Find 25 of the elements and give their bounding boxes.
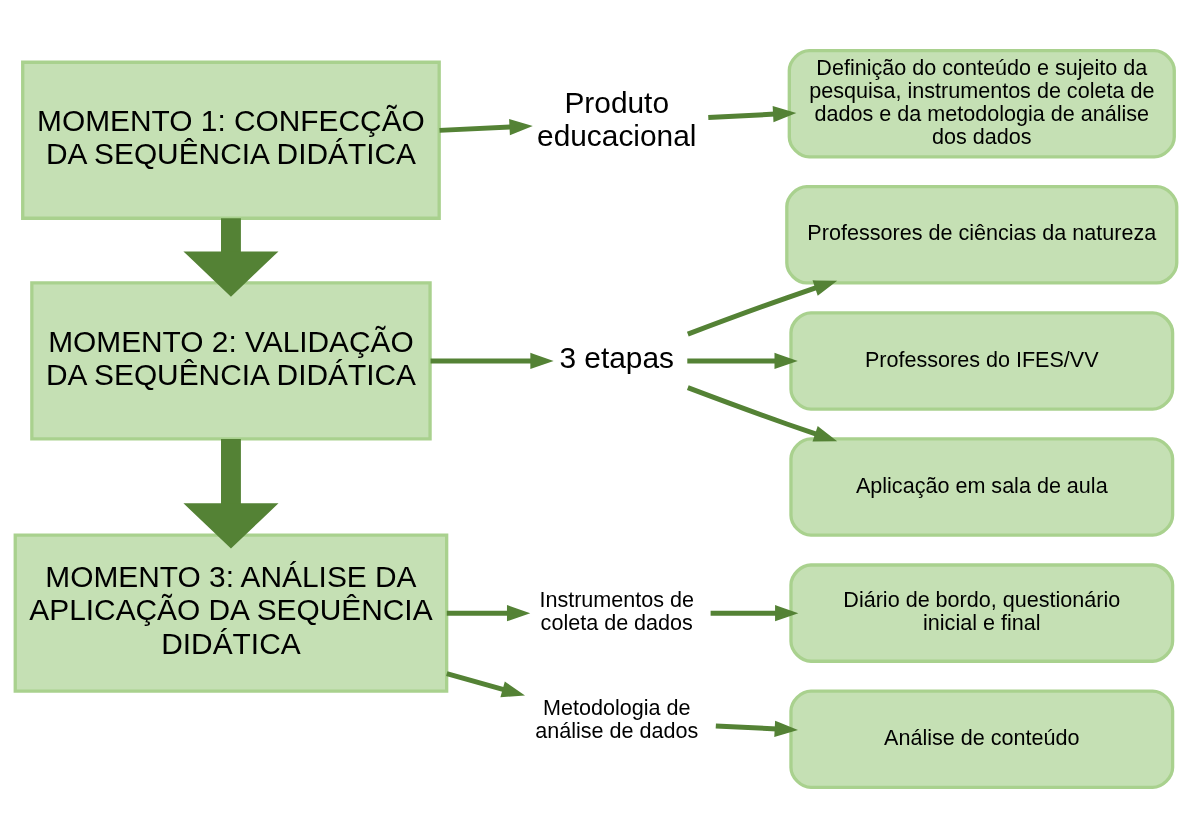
node-text: Produto educacional bbox=[537, 85, 697, 152]
arrow bbox=[446, 604, 531, 622]
arrow bbox=[686, 280, 838, 337]
node-box: Análise de conteúdo bbox=[789, 689, 1175, 789]
arrow bbox=[710, 604, 799, 622]
node-box: MOMENTO 3: ANÁLISE DA APLICAÇÃO DA SEQUÊNCIA DIDÁTICA bbox=[13, 533, 449, 693]
arrow bbox=[183, 439, 279, 549]
node-box: MOMENTO 2: VALIDAÇÃO DA SEQUÊNCIA DIDÁTICA bbox=[30, 281, 432, 441]
node-text: Instrumentos de coleta de dados bbox=[539, 587, 695, 636]
arrow bbox=[183, 218, 279, 297]
arrow bbox=[687, 352, 798, 370]
arrow bbox=[708, 106, 797, 123]
arrow bbox=[446, 671, 525, 698]
node-box: Professores de ciências da natureza bbox=[785, 185, 1179, 285]
node-box: Diário de bordo, questionário inicial e final bbox=[789, 563, 1175, 663]
node-box: MOMENTO 1: CONFECÇÃO DA SEQUÊNCIA DIDÁTICA bbox=[21, 60, 441, 220]
arrow bbox=[430, 352, 554, 370]
arrow bbox=[686, 385, 838, 442]
node-box: Aplicação em sala de aula bbox=[789, 437, 1175, 537]
node-box: Definição do conteúdo e sujeito da pesquisa, instrumentos de coleta de dados e da metodologia de análise dos dados bbox=[787, 49, 1176, 159]
node-text: 3 etapas bbox=[559, 341, 675, 375]
arrow bbox=[439, 118, 533, 136]
node-box: Professores do IFES/VV bbox=[789, 311, 1175, 411]
node-text: Metodologia de análise de dados bbox=[535, 695, 699, 744]
arrow bbox=[715, 720, 798, 737]
